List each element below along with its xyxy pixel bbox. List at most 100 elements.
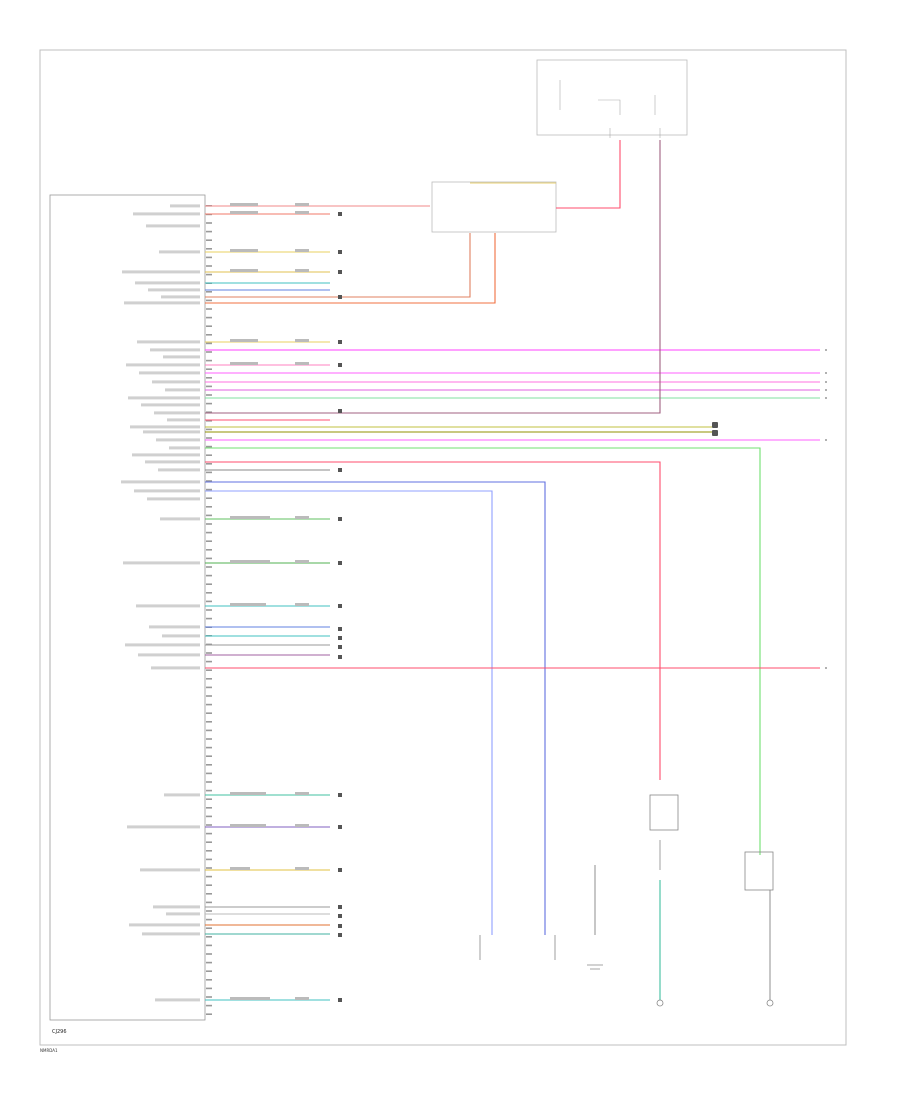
pin-tick (206, 798, 212, 800)
pin-label-bar (147, 497, 200, 501)
pin-tick (206, 703, 212, 706)
pin-tick (206, 351, 212, 353)
pin-tick (206, 463, 212, 465)
pin-label-bar (161, 295, 200, 299)
pin-label-bar (135, 281, 200, 285)
wire-end-markers (338, 212, 718, 1002)
pin-tick (206, 574, 212, 577)
pin-tick (206, 506, 212, 508)
wire-red-5 (205, 461, 661, 780)
pin-tick (206, 910, 212, 912)
sensor-box-1 (649, 794, 679, 831)
pin-label-bar (143, 430, 200, 434)
pin-tick (206, 480, 212, 482)
pin-label-bar (126, 363, 200, 367)
pin-tick (206, 970, 212, 972)
pin-label-bar (141, 403, 200, 407)
pin-tick (206, 807, 212, 809)
pin-label-bar (138, 653, 200, 657)
pin-label-bar (137, 340, 200, 344)
pin-label-bar (121, 480, 200, 484)
pin-label-bar (150, 348, 200, 352)
pin-tick (206, 514, 212, 517)
pin-tick (206, 772, 212, 775)
pin-tick (206, 660, 212, 663)
pin-tick (206, 901, 212, 904)
pin-tick (206, 617, 212, 620)
pin-label-bar (156, 438, 200, 442)
pin-tick (206, 256, 212, 259)
pin-tick (206, 248, 212, 250)
pin-tick (206, 1004, 212, 1007)
pin-tick (206, 273, 212, 276)
pin-tick (206, 308, 212, 310)
pin-tick (206, 746, 212, 749)
pin-tick (206, 979, 212, 981)
pin-label-bar (122, 270, 200, 274)
pin-tick (206, 815, 212, 818)
wire-blue-3 (205, 490, 493, 935)
pin-label-bar (139, 371, 200, 375)
pin-tick (206, 884, 212, 886)
fuse-box (536, 59, 688, 136)
pin-tick (206, 850, 212, 852)
pin-label-bar (160, 517, 200, 521)
pin-tick (206, 394, 212, 396)
pin-label-bar (152, 380, 200, 384)
bottom-components (479, 794, 774, 1007)
pin-tick (206, 678, 212, 680)
pin-label-bar (132, 453, 200, 457)
pin-tick (206, 523, 212, 525)
pin-tick (206, 858, 212, 861)
pin-label-bar (153, 905, 200, 909)
sensor-box-2 (744, 851, 774, 891)
pin-tick (206, 755, 212, 757)
pin-tick (206, 454, 212, 456)
pin-tick (206, 222, 212, 224)
pin-label-bar (159, 250, 200, 254)
pin-tick (206, 695, 212, 697)
pin-tick (206, 342, 212, 345)
relay-box (431, 181, 557, 233)
module-pin-labels (121, 204, 200, 1002)
pin-label-bar (145, 460, 200, 464)
wire-purple-1 (205, 140, 661, 414)
pin-tick (206, 445, 212, 448)
pin-label-bar (164, 793, 200, 797)
pin-label-bar (123, 561, 200, 565)
pin-tick (206, 359, 212, 362)
pin-tick (206, 471, 212, 474)
wire-green-2 (205, 447, 761, 855)
wire-orange-2 (205, 233, 471, 298)
pin-tick (206, 583, 212, 585)
pin-label-bar (166, 912, 200, 916)
pin-tick (206, 953, 212, 955)
pin-label-bar (151, 666, 200, 670)
pin-label-bar (128, 396, 200, 400)
footer-label: NMRDA1 (40, 1048, 58, 1053)
pin-label-bar (165, 388, 200, 392)
pin-tick (206, 566, 212, 568)
pin-tick (206, 841, 212, 843)
pin-label-bar (167, 418, 200, 422)
module-pin-ticks (206, 205, 212, 1015)
pin-tick (206, 230, 212, 233)
pin-tick (206, 669, 212, 671)
pin-label-bar (129, 923, 200, 927)
pin-tick (206, 1013, 212, 1015)
wire-blue-2 (205, 481, 546, 935)
pin-tick (206, 428, 212, 431)
pin-label-bar (163, 355, 200, 359)
pin-label-bar (162, 634, 200, 638)
pin-label-bar (127, 825, 200, 829)
control-module (49, 194, 206, 1021)
wire-ticks (230, 203, 309, 1000)
pin-label-bar (124, 301, 200, 305)
pin-tick (206, 686, 212, 689)
pin-tick (206, 316, 212, 319)
pin-tick (206, 721, 212, 723)
pin-label-bar (142, 932, 200, 936)
wire-group (205, 140, 820, 1001)
pin-tick (206, 712, 212, 714)
pin-tick (206, 824, 212, 826)
